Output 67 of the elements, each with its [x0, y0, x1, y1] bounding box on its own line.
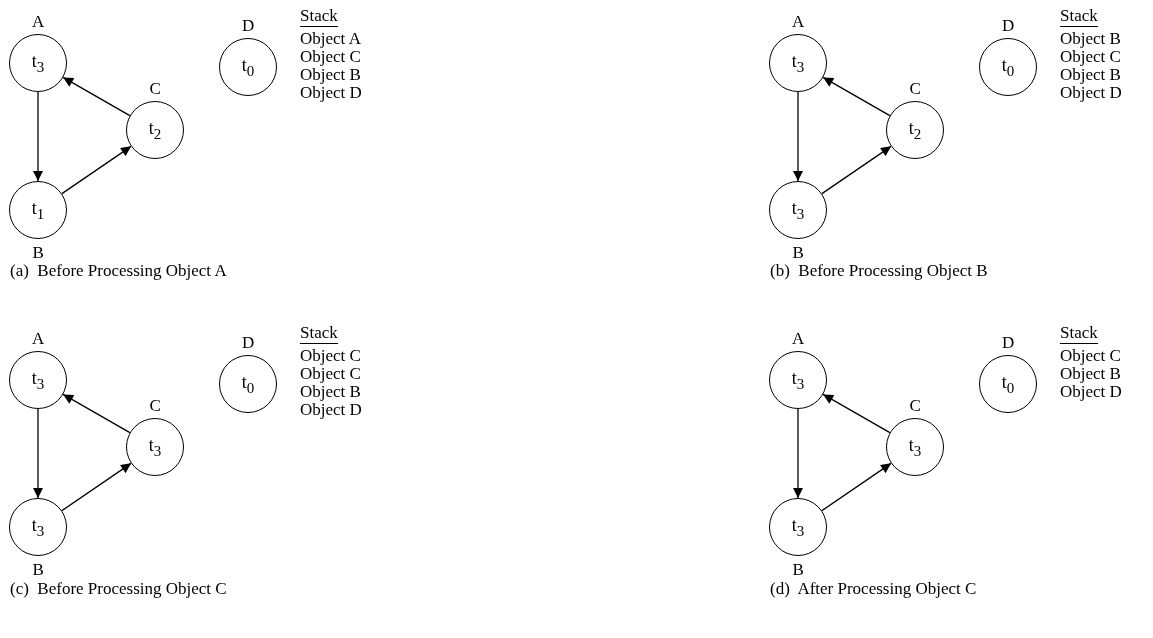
node-label: C	[909, 79, 921, 99]
node-text: t$_{0}$	[1001, 371, 1015, 397]
stack-entry: Object B	[1060, 365, 1121, 383]
stack-entry: Object D	[1060, 84, 1122, 102]
node-label: B	[32, 243, 44, 263]
stack-entry: Object D	[1060, 383, 1122, 401]
arrow	[33, 408, 43, 499]
node-label: C	[149, 396, 161, 416]
arrow	[822, 76, 891, 117]
node-text: t$_{3}$	[791, 514, 805, 540]
arrow	[822, 393, 891, 434]
subfigure-caption: (a) Before Processing Object A	[10, 262, 227, 280]
arrow	[33, 91, 43, 182]
arrow	[821, 145, 892, 195]
node-label: A	[32, 12, 45, 32]
stack-heading: Stack	[300, 6, 338, 27]
node-text: t$_{3}$	[31, 514, 45, 540]
node-text: t$_{1}$	[31, 197, 45, 223]
stack-entry: Object C	[300, 48, 361, 66]
node-label: A	[32, 329, 45, 349]
node-text: t$_{3}$	[791, 367, 805, 393]
node-text: t$_{3}$	[31, 50, 45, 76]
stack-entry: Object C	[1060, 48, 1121, 66]
arrow	[62, 76, 131, 117]
subfigure-caption: (c) Before Processing Object C	[10, 580, 227, 598]
node-text: t$_{2}$	[908, 117, 922, 143]
node-label: D	[1002, 333, 1015, 353]
stack-entry: Object A	[300, 30, 361, 48]
stack-entry: Object D	[300, 401, 362, 419]
stack-entry: Object B	[300, 383, 361, 401]
stack-entry: Object B	[1060, 66, 1121, 84]
stack-entry: Object B	[300, 66, 361, 84]
arrow	[62, 393, 131, 434]
node-label: B	[792, 243, 804, 263]
node-label: B	[792, 560, 804, 580]
node-label: D	[242, 333, 255, 353]
stack-entry: Object C	[300, 347, 361, 365]
node-label: D	[1002, 16, 1015, 36]
stack-heading: Stack	[1060, 6, 1098, 27]
node-label: D	[242, 16, 255, 36]
node-text: t$_{3}$	[908, 434, 922, 460]
stack-entry: Object D	[300, 84, 362, 102]
node-text: t$_{0}$	[241, 371, 255, 397]
node-label: A	[792, 329, 805, 349]
node-label: B	[32, 560, 44, 580]
node-text: t$_{3}$	[148, 434, 162, 460]
arrow	[61, 462, 132, 512]
subfigure-caption: (d) After Processing Object C	[770, 580, 977, 598]
node-text: t$_{0}$	[241, 54, 255, 80]
arrow	[793, 91, 803, 182]
node-label: C	[909, 396, 921, 416]
stack-entry: Object C	[1060, 347, 1121, 365]
arrow	[821, 462, 892, 512]
arrow	[61, 145, 132, 195]
node-text: t$_{3}$	[31, 367, 45, 393]
subfigure-caption: (b) Before Processing Object B	[770, 262, 988, 280]
node-label: C	[149, 79, 161, 99]
node-text: t$_{0}$	[1001, 54, 1015, 80]
stack-heading: Stack	[300, 323, 338, 344]
node-label: A	[792, 12, 805, 32]
stack-entry: Object B	[1060, 30, 1121, 48]
stack-entry: Object C	[300, 365, 361, 383]
node-text: t$_{3}$	[791, 197, 805, 223]
stack-heading: Stack	[1060, 323, 1098, 344]
node-text: t$_{3}$	[791, 50, 805, 76]
arrow	[793, 408, 803, 499]
node-text: t$_{2}$	[148, 117, 162, 143]
